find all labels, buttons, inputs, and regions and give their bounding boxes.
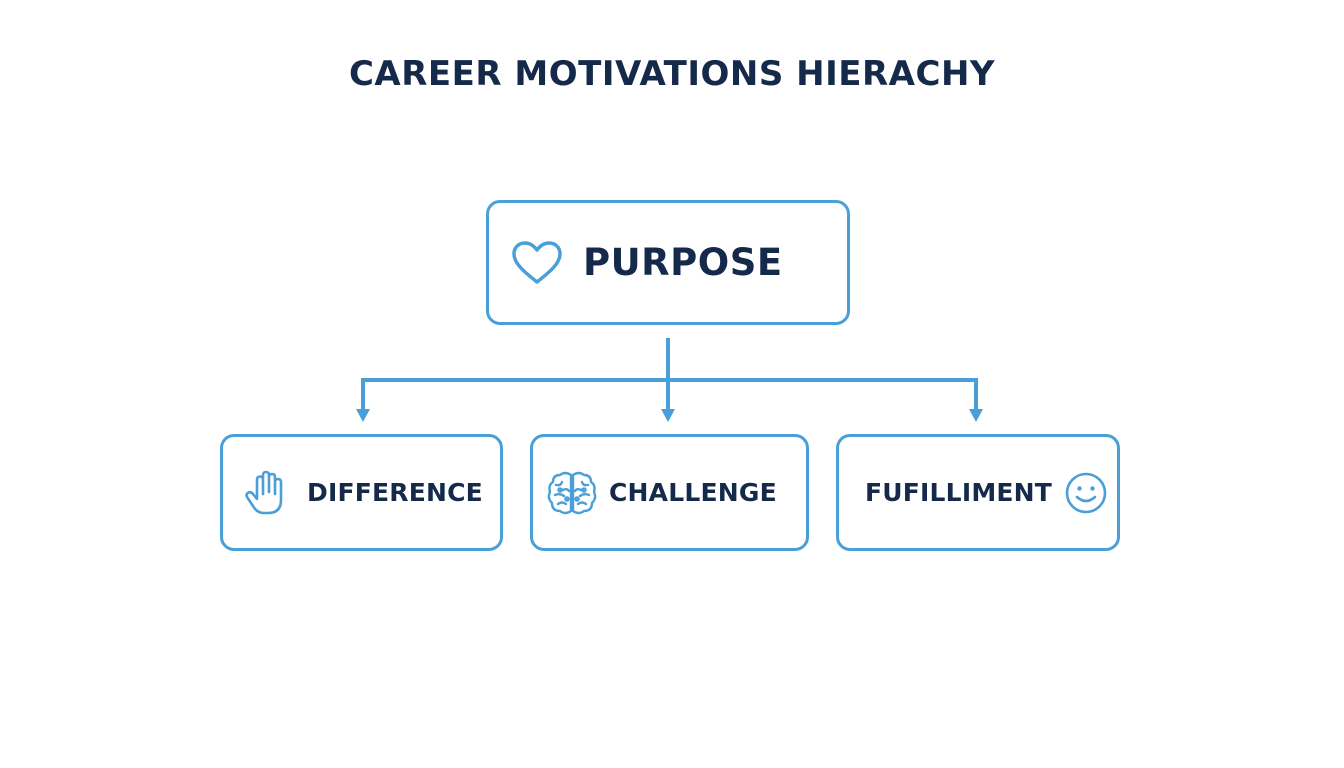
heart-icon: [511, 240, 563, 286]
node-challenge: CHALLENGE: [530, 434, 809, 551]
node-fulfillment: FUFILLIMENT: [836, 434, 1120, 551]
node-purpose: PURPOSE: [486, 200, 850, 325]
node-difference-label: DIFFERENCE: [307, 478, 483, 507]
node-challenge-label: CHALLENGE: [609, 478, 777, 507]
arrowhead-middle: [661, 409, 675, 422]
hand-icon: [245, 470, 285, 516]
brain-icon: [547, 470, 597, 516]
arrowhead-left: [356, 409, 370, 422]
node-difference: DIFFERENCE: [220, 434, 503, 551]
diagram-title: CAREER MOTIVATIONS HIERACHY: [348, 54, 996, 94]
smiley-icon: [1064, 471, 1108, 515]
arrowhead-right: [969, 409, 983, 422]
node-purpose-label: PURPOSE: [583, 241, 783, 284]
node-fulfillment-label: FUFILLIMENT: [865, 478, 1053, 507]
